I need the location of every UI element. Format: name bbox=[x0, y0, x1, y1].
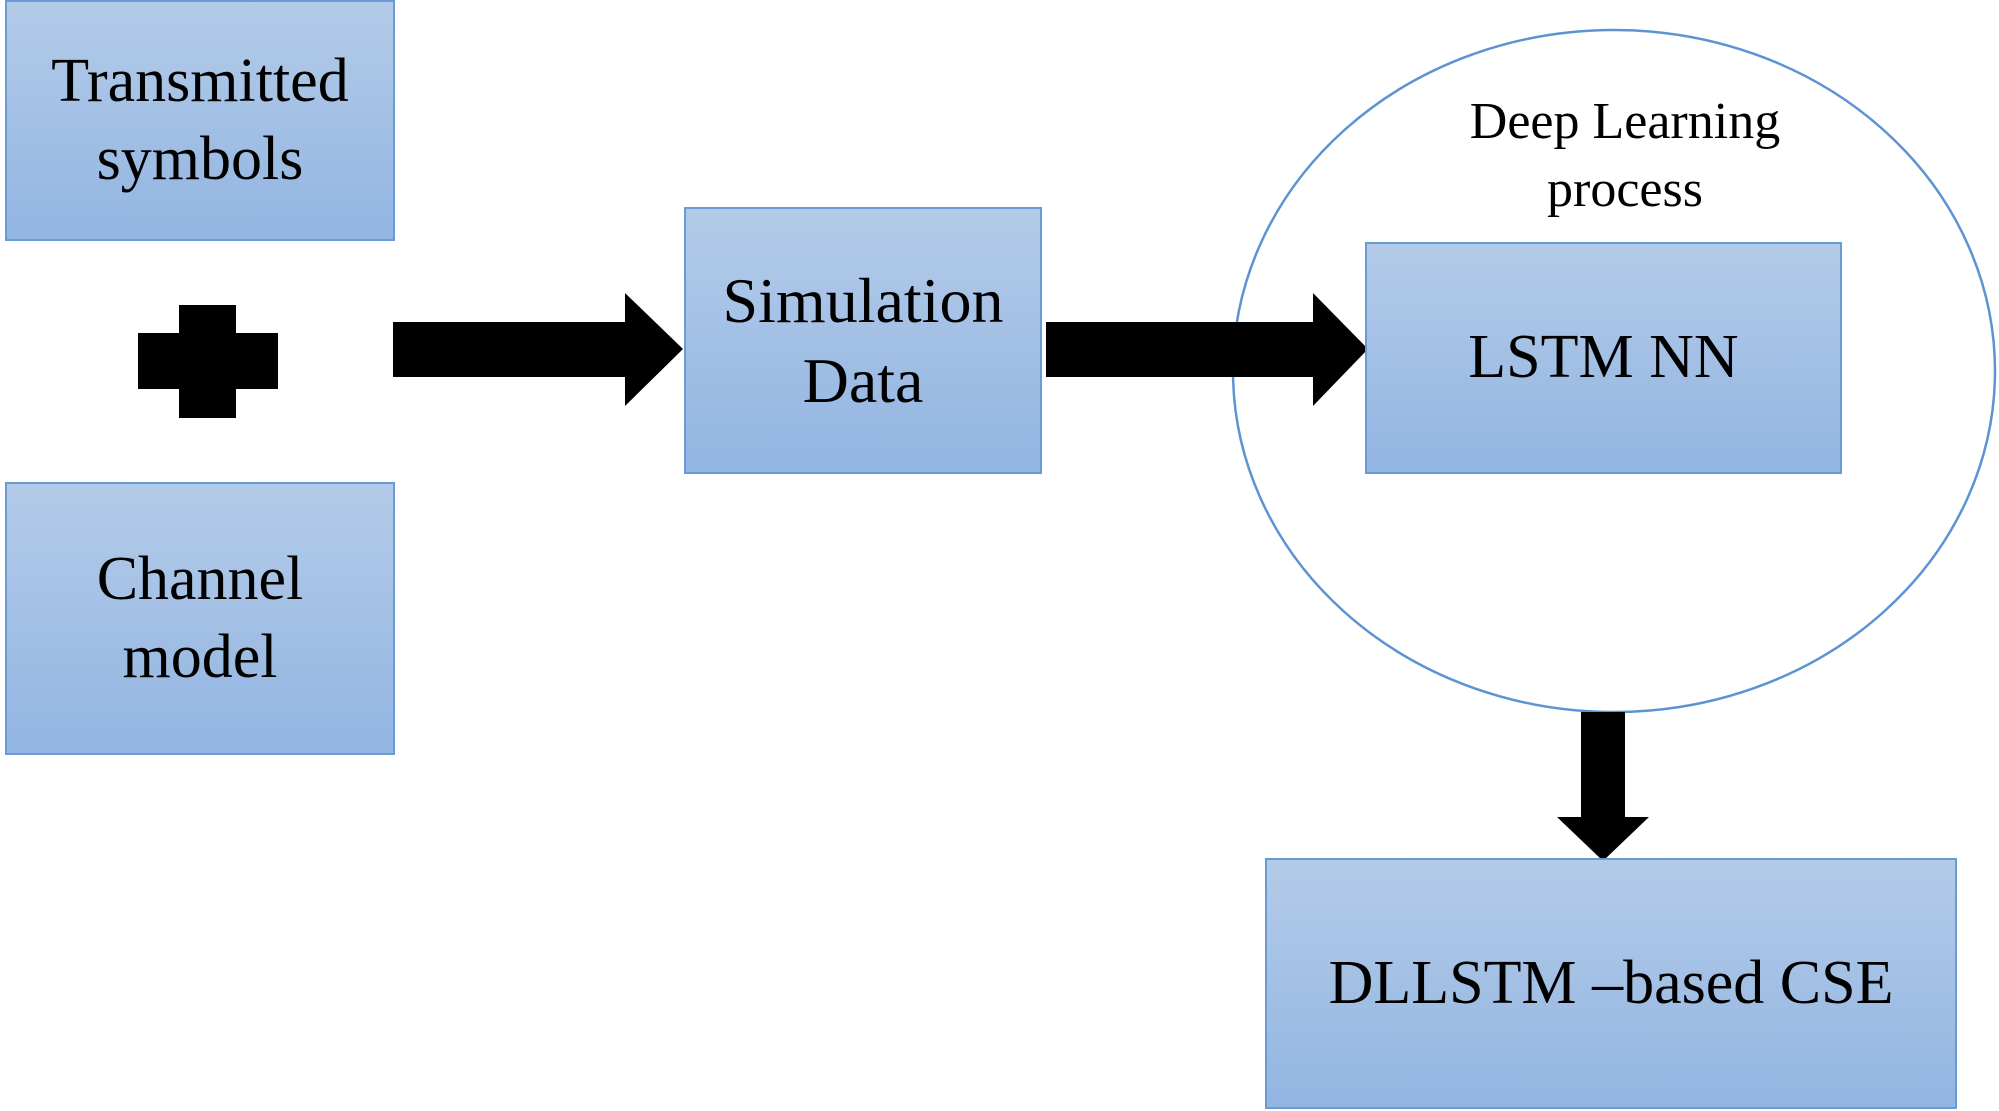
plus-icon bbox=[138, 305, 278, 418]
dllstm-cse-box: DLLSTM –based CSE bbox=[1265, 858, 1957, 1109]
simulation-data-line1: Simulation bbox=[722, 264, 1004, 336]
transmitted-symbols-line2: symbols bbox=[96, 124, 304, 193]
dllstm-cse-label: DLLSTM –based CSE bbox=[1328, 948, 1894, 1017]
arrow-inputs-to-simulation bbox=[393, 293, 683, 406]
simulation-data-line2: Data bbox=[802, 344, 924, 416]
deep-learning-process-line1: Deep Learning bbox=[1469, 93, 1781, 150]
arrow-process-to-output bbox=[1557, 712, 1649, 861]
simulation-data-box: Simulation Data bbox=[684, 207, 1042, 474]
channel-model-box: Channel model bbox=[5, 482, 395, 755]
channel-model-line2: model bbox=[122, 622, 278, 691]
transmitted-symbols-line1: Transmitted bbox=[51, 47, 349, 115]
lstm-nn-label: LSTM NN bbox=[1468, 323, 1739, 392]
arrow-simulation-to-lstm bbox=[1046, 293, 1368, 406]
deep-learning-process-label: Deep Learning process bbox=[1380, 88, 1870, 223]
lstm-nn-box: LSTM NN bbox=[1365, 242, 1842, 474]
transmitted-symbols-box: Transmitted symbols bbox=[5, 0, 395, 241]
channel-model-line1: Channel bbox=[96, 545, 304, 613]
deep-learning-process-line2: process bbox=[1547, 160, 1703, 218]
